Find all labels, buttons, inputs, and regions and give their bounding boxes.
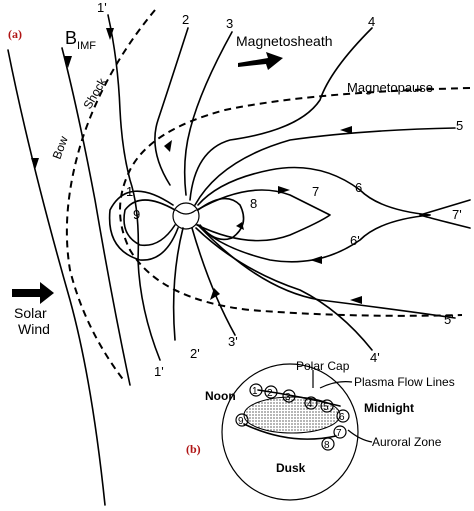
panel-b-polar-view: 1 2 3 4 5 6 7 8 9 Polar Cap Plasma Flow … [205,359,455,501]
num-2prime: 2' [190,346,200,361]
line-3 [183,31,233,196]
solar-label: Solar [14,305,47,321]
magnetosheath-arrow-icon [238,52,283,70]
b-imf-main: B [65,28,77,48]
flow-circle-6: 6 [336,409,350,423]
magnetospheric-field-lines [108,27,471,351]
line-3prime [191,227,236,336]
num-7prime: 7' [452,207,462,222]
earth-icon [172,202,200,230]
auroral-zone-pointer [347,429,373,443]
line-6 [197,166,431,216]
auroral-zone-label: Auroral Zone [372,435,442,449]
svg-text:2: 2 [267,388,273,399]
svg-text:3: 3 [285,392,291,403]
b-imf-sub: IMF [77,40,96,52]
dusk-label: Dusk [276,461,306,475]
panel-b-label: (b) [186,442,201,456]
noon-label: Noon [205,389,236,403]
flow-circle-2: 2 [264,385,278,399]
imf-line-1prime-top [107,14,161,361]
shock-label: Shock [80,75,109,112]
line-4prime [195,227,373,351]
midnight-label: Midnight [364,401,414,415]
bow-label: Bow [50,134,71,161]
imf-line-mid [61,47,131,386]
line-5 [194,127,456,206]
svg-text:1: 1 [252,386,258,397]
plasma-flow-lines-label: Plasma Flow Lines [354,375,455,389]
flow-circle-7: 7 [333,425,347,439]
num-8: 8 [250,196,257,211]
polar-cap-label: Polar Cap [296,359,350,373]
line-2 [154,27,189,186]
num-7: 7 [312,184,319,199]
plasma-flow-upper [257,389,341,407]
num-2: 2 [182,12,189,27]
num-3prime: 3' [228,334,238,349]
line-5prime [197,224,456,319]
line-7 [196,189,331,242]
earth-equator-line [175,209,197,215]
num-5: 5 [456,118,463,133]
num-6prime: 6' [350,233,360,248]
num-4prime: 4' [370,350,380,365]
svg-text:5: 5 [323,402,329,413]
num-1-inner: 1 [126,184,133,199]
line-8 [197,197,245,241]
num-1prime-bottom: 1' [154,364,164,379]
svg-text:9: 9 [238,416,244,427]
svg-text:7: 7 [336,428,342,439]
imf-field-lines [7,14,161,506]
svg-text:4: 4 [307,399,313,410]
flow-circle-4: 4 [304,396,318,410]
wind-label: Wind [18,321,50,337]
svg-text:8: 8 [324,440,330,451]
svg-text:6: 6 [339,412,345,423]
flow-circle-9: 9 [235,413,249,427]
flow-circle-8: 8 [321,437,335,451]
num-5prime: 5' [444,312,454,327]
line-4 [189,27,373,201]
magnetosheath-label: Magnetosheath [236,33,333,49]
num-3: 3 [226,16,233,31]
magnetopause-label: Magnetopause [347,80,433,95]
line-7prime [419,199,471,229]
imf-line-left [7,49,106,506]
line-9 [123,199,176,247]
plasma-flow-pointer [319,381,353,389]
num-1prime-top: 1' [97,0,107,15]
b-imf-label: BIMF [65,28,96,52]
earth-polar-circle [221,363,359,501]
line-1 [108,190,179,261]
bow-shock [65,9,156,383]
solar-wind-arrow-icon [12,282,54,304]
num-9: 9 [133,207,140,222]
flow-circle-1: 1 [249,383,263,397]
flow-circle-3: 3 [282,389,296,403]
line-2prime [172,227,184,341]
panel-a-label: (a) [8,27,22,41]
num-6: 6 [355,180,362,195]
flow-circle-5: 5 [320,399,334,413]
num-4: 4 [368,14,375,29]
